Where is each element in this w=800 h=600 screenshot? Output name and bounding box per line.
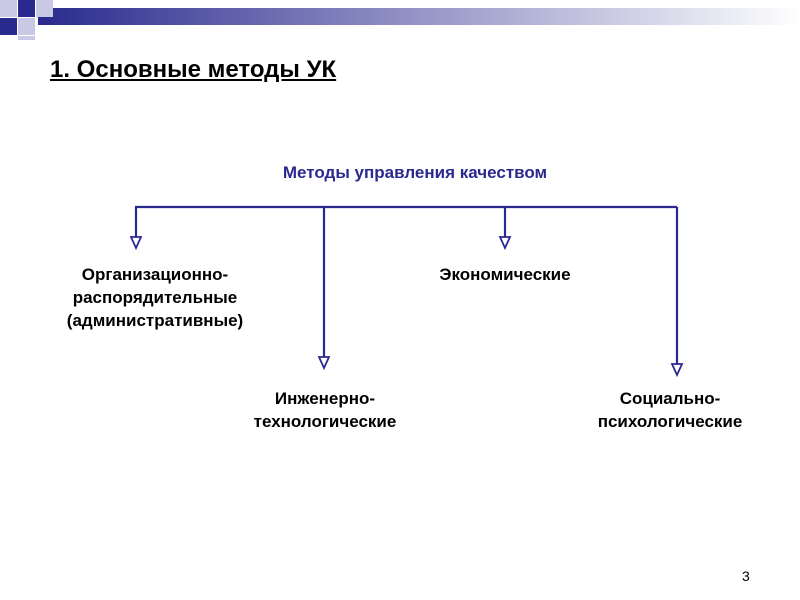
node-line: Социально- bbox=[619, 389, 721, 408]
page-number: 3 bbox=[742, 568, 750, 584]
node-line: технологические bbox=[253, 412, 397, 431]
header-banner bbox=[0, 0, 800, 40]
arrow-head-org bbox=[129, 236, 143, 251]
banner-square bbox=[36, 0, 53, 17]
node-line: (административные) bbox=[66, 311, 244, 330]
banner-square bbox=[0, 18, 17, 35]
arrow-head-eco bbox=[498, 236, 512, 251]
banner-square bbox=[18, 0, 35, 17]
node-social: Социально- психологические bbox=[565, 387, 775, 433]
slide-title: 1. Основные методы УК bbox=[50, 56, 337, 83]
node-line: психологические bbox=[597, 412, 743, 431]
node-engineering: Инженерно- технологические bbox=[220, 387, 430, 433]
node-line: Экономические bbox=[439, 265, 571, 284]
arrow-head-eng bbox=[317, 356, 331, 371]
node-line: Инженерно- bbox=[274, 389, 376, 408]
banner-square bbox=[18, 18, 35, 35]
banner-square bbox=[0, 0, 17, 17]
node-organizational: Организационно- распорядительные (админи… bbox=[30, 263, 280, 332]
banner-square bbox=[18, 36, 35, 40]
banner-gradient-bar bbox=[38, 8, 800, 25]
node-economic: Экономические bbox=[405, 263, 605, 286]
node-line: Организационно- bbox=[81, 265, 229, 284]
node-line: распорядительные bbox=[72, 288, 238, 307]
arrow-head-soc bbox=[670, 363, 684, 378]
diagram-root-node: Методы управления качеством bbox=[282, 163, 548, 182]
